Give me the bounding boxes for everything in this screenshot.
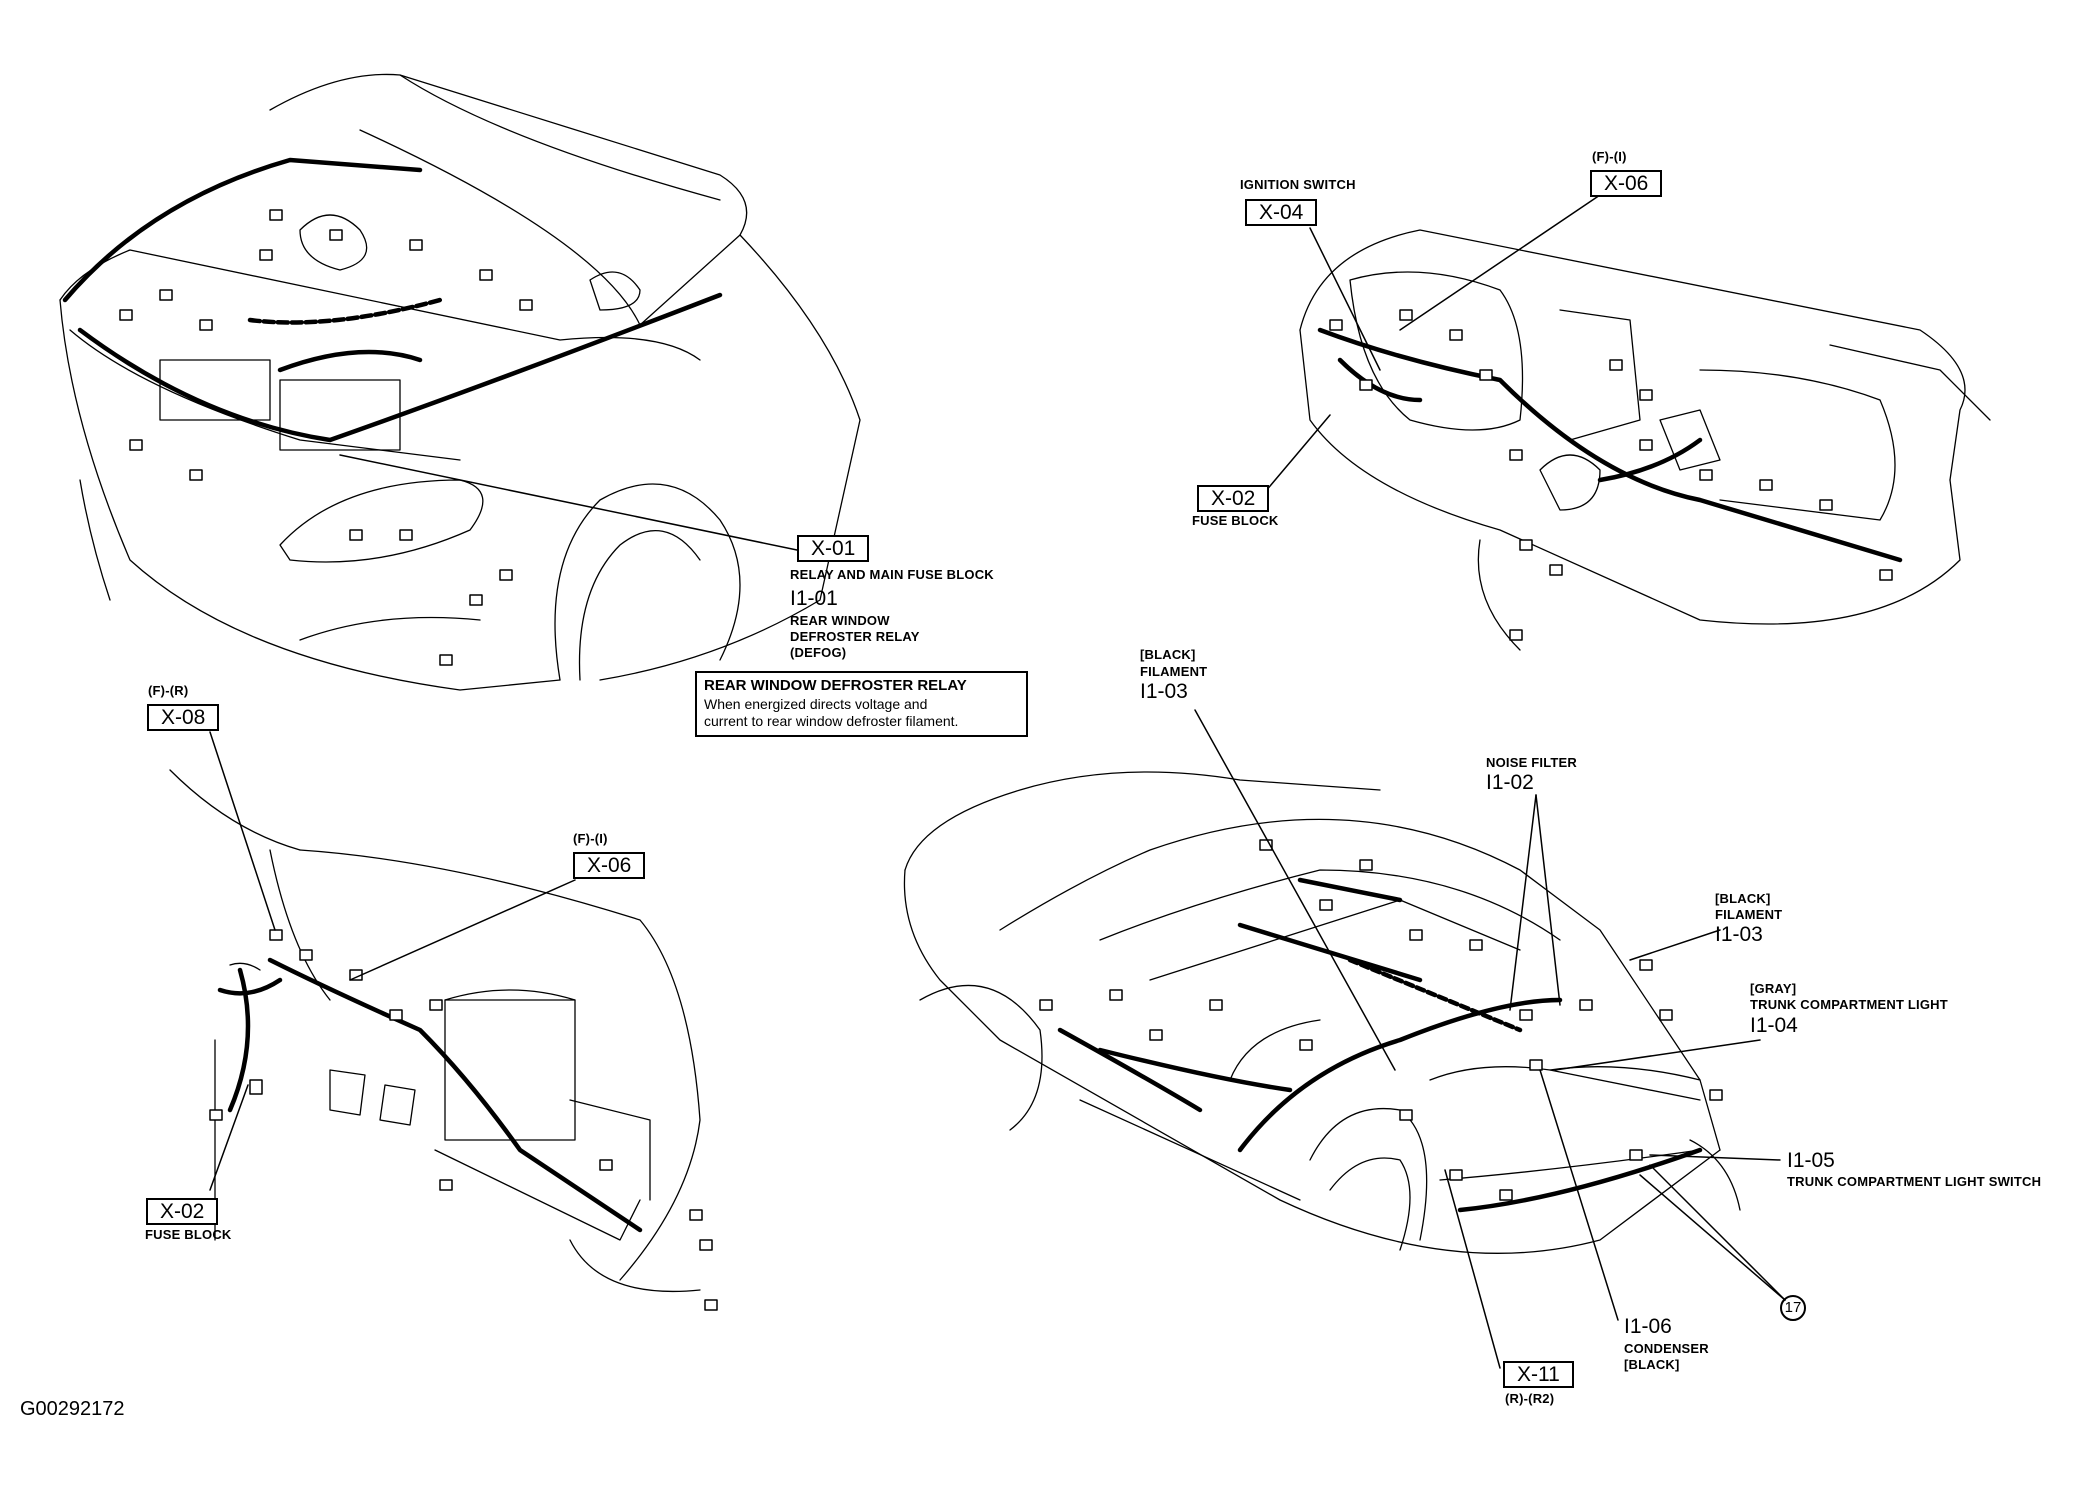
- engine-bay-harness: [62, 157, 723, 443]
- note-line-1: When energized directs voltage and: [704, 695, 928, 712]
- rear-window-defroster-relay-note: REAR WINDOW DEFROSTER RELAY When energiz…: [695, 671, 1028, 737]
- i101-description-line1: REAR WINDOW: [790, 613, 890, 628]
- rear-car-leaders: [1194, 709, 1786, 1369]
- note-line-2: current to rear window defroster filamen…: [704, 713, 959, 730]
- i105-code: I1-05: [1787, 1149, 1835, 1172]
- footwell-drawing: [169, 769, 701, 1293]
- x01-description: RELAY AND MAIN FUSE BLOCK: [790, 567, 994, 582]
- dashboard-drawing: [1299, 229, 1991, 651]
- engine-bay-connectors: [119, 209, 533, 666]
- i104-color: [GRAY]: [1750, 981, 1797, 996]
- x11-suffix: (R)-(R2): [1505, 1391, 1555, 1406]
- i105-description: TRUNK COMPARTMENT LIGHT SWITCH: [1787, 1174, 2042, 1189]
- i103b-color: [BLACK]: [1715, 891, 1771, 906]
- rear-car-harness: [1057, 877, 1703, 1213]
- x08-code-box: X-08: [147, 704, 220, 732]
- footwell-connectors: [209, 929, 718, 1311]
- i101-code: I1-01: [790, 587, 838, 610]
- x11-code-box: X-11: [1503, 1361, 1574, 1389]
- dashboard-connectors: [1329, 309, 1893, 641]
- note-title: REAR WINDOW DEFROSTER RELAY: [704, 677, 967, 694]
- ignition-switch-label: IGNITION SWITCH: [1240, 177, 1356, 192]
- engine-bay-drawing: [59, 73, 861, 691]
- i103b-description: FILAMENT: [1715, 907, 1783, 922]
- x06-top-code-box: X-06: [1590, 170, 1663, 198]
- footwell-leaders: [209, 731, 576, 1191]
- i104-description: TRUNK COMPARTMENT LIGHT: [1750, 997, 1948, 1012]
- i103b-code: I1-03: [1715, 923, 1763, 946]
- x08-prefix: (F)-(R): [148, 683, 189, 698]
- fuse-block-top-label: FUSE BLOCK: [1192, 513, 1279, 528]
- x02-top-code-box: X-02: [1197, 485, 1270, 513]
- fuse-block-bottom-label: FUSE BLOCK: [145, 1227, 232, 1242]
- i106-description: CONDENSER: [1624, 1341, 1709, 1356]
- footwell-harness: [217, 957, 643, 1233]
- i106-code: I1-06: [1624, 1315, 1672, 1338]
- x06-bottom-prefix: (F)-(I): [573, 831, 608, 846]
- i103a-description: FILAMENT: [1140, 664, 1208, 679]
- rear-car-drawing: [903, 771, 1741, 1254]
- figure-code: G00292172: [20, 1398, 125, 1420]
- x01-leader: [339, 454, 798, 551]
- i103a-color: [BLACK]: [1140, 647, 1196, 662]
- dashboard-harness: [1317, 327, 1903, 563]
- x04-code-box: X-04: [1245, 199, 1318, 227]
- x06-top-prefix: (F)-(I): [1592, 149, 1627, 164]
- x02-bottom-code-box: X-02: [146, 1198, 219, 1226]
- x06-bottom-code-box: X-06: [573, 852, 646, 880]
- callout-circle-17: 17: [1780, 1295, 1806, 1321]
- noise-filter-label: NOISE FILTER: [1486, 755, 1577, 770]
- i101-description-line2: DEFROSTER RELAY: [790, 629, 920, 644]
- rear-car-connectors: [1039, 839, 1723, 1201]
- i104-code: I1-04: [1750, 1014, 1798, 1037]
- i106-color: [BLACK]: [1624, 1357, 1680, 1372]
- x01-code-box: X-01: [797, 535, 870, 563]
- i101-description-line3: (DEFOG): [790, 645, 847, 660]
- i103a-code: I1-03: [1140, 680, 1188, 703]
- i102-code: I1-02: [1486, 771, 1534, 794]
- dashboard-leaders: [1264, 194, 1601, 493]
